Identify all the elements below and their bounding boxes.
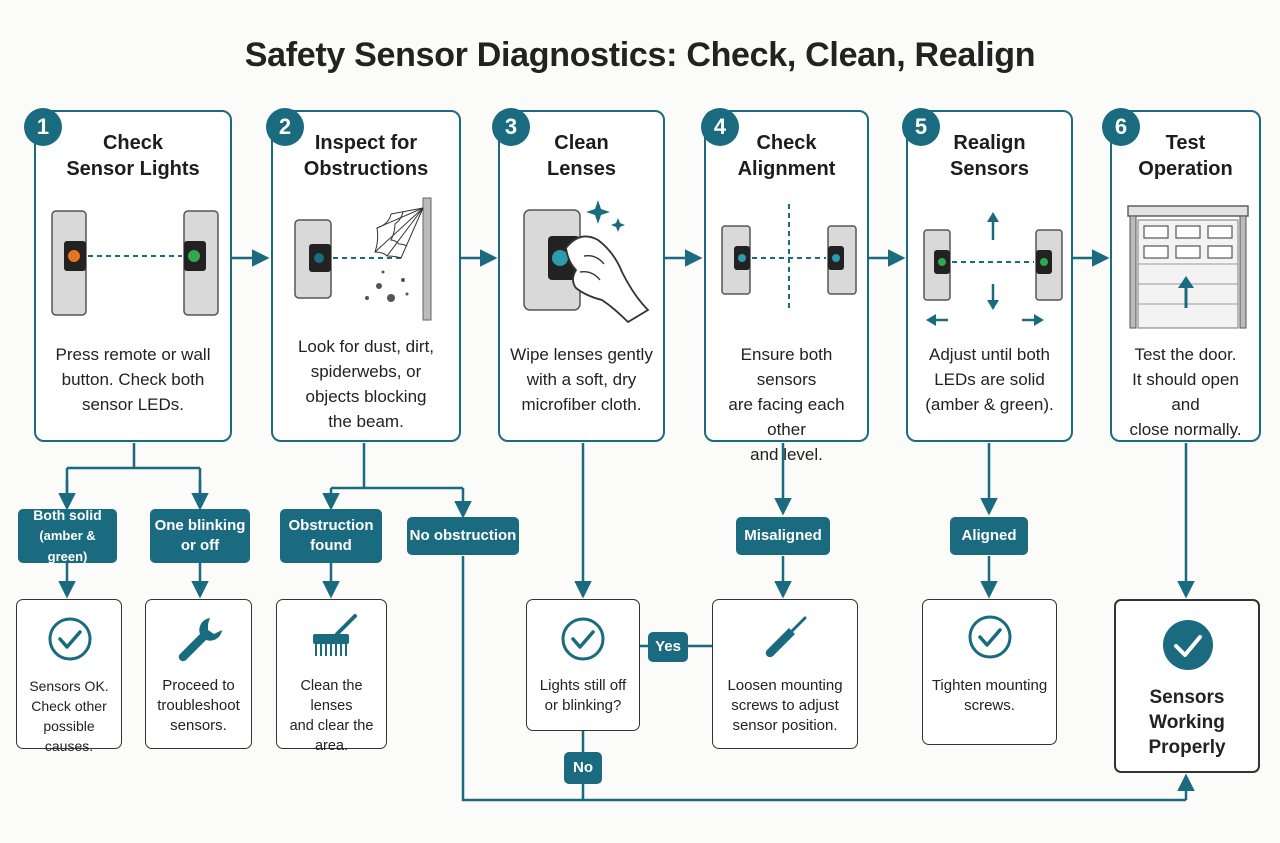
label-aligned: Aligned xyxy=(950,517,1028,555)
garage-door-illustration xyxy=(1127,205,1249,329)
obstruction-illustration xyxy=(294,197,432,321)
label-yes: Yes xyxy=(648,632,688,662)
check-circle-filled-icon xyxy=(1163,620,1213,670)
sensor-lights-illustration xyxy=(51,210,219,316)
step-5-number: 5 xyxy=(902,108,940,146)
amber-led-icon xyxy=(68,250,80,262)
step-3-number: 3 xyxy=(492,108,530,146)
realign-illustration xyxy=(923,212,1063,326)
step-1-number: 1 xyxy=(24,108,62,146)
step-6-number: 6 xyxy=(1102,108,1140,146)
check-circle-icon xyxy=(968,615,1012,659)
step1-branch-lines xyxy=(65,443,202,505)
screwdriver-icon xyxy=(765,616,807,658)
no-obstruction-line xyxy=(461,556,1186,802)
spiderweb-icon xyxy=(374,207,424,259)
brush-icon xyxy=(313,614,357,656)
sparkle-icon xyxy=(586,200,625,232)
label-both-solid: Both solid(amber & green) xyxy=(18,507,117,564)
check-circle-icon xyxy=(561,617,605,661)
step-2-number: 2 xyxy=(266,108,304,146)
label-misaligned: Misaligned xyxy=(736,517,830,555)
step-4-number: 4 xyxy=(701,108,739,146)
cleaning-cloth-illustration xyxy=(523,200,650,324)
door-up-arrow-icon xyxy=(1178,276,1194,308)
adjust-arrows-icon xyxy=(926,212,1044,326)
dust-particles-icon xyxy=(365,270,409,302)
step2-branch-lines xyxy=(331,443,463,490)
check-circle-icon xyxy=(48,617,92,661)
label-no: No xyxy=(564,752,602,784)
alignment-illustration xyxy=(721,204,857,308)
label-no-obstruction: No obstruction xyxy=(407,517,519,555)
page-title: Safety Sensor Diagnostics: Check, Clean,… xyxy=(244,36,1036,74)
wrench-icon xyxy=(178,618,222,662)
green-led-icon xyxy=(188,250,200,262)
